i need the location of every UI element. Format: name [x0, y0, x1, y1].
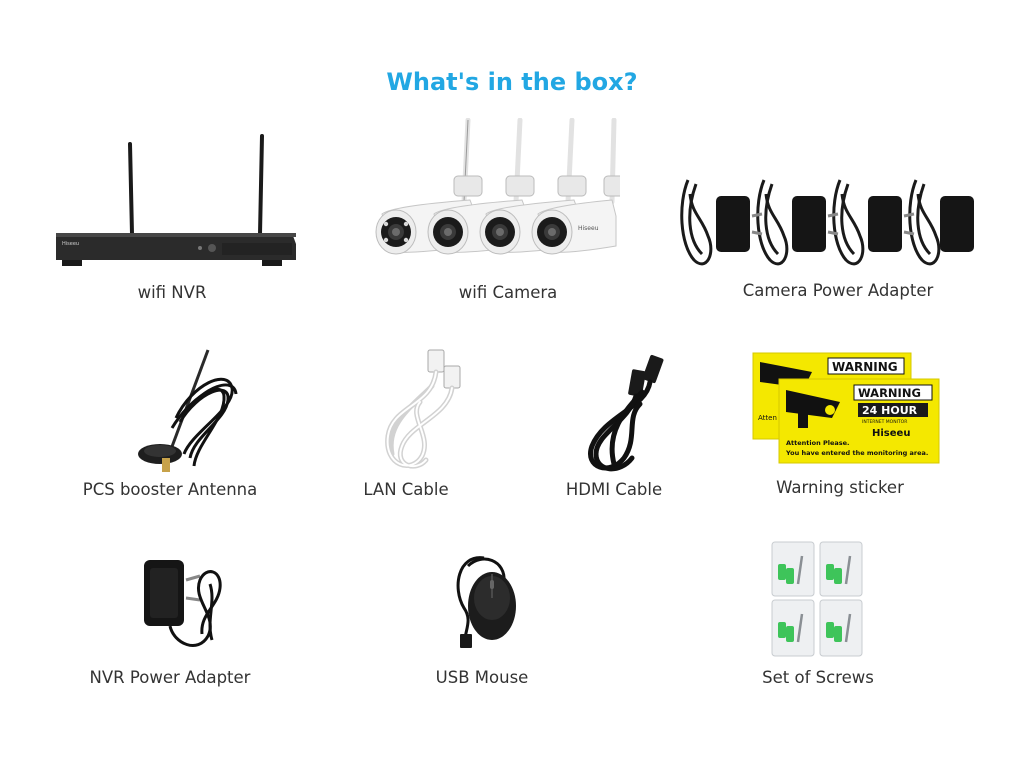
- item-wifi-camera: Hiseeu: [372, 118, 620, 278]
- sticker-line2: You have entered the monitoring area.: [785, 449, 928, 457]
- sticker-heading: WARNING: [858, 386, 921, 400]
- item-warning-sticker: WARNING Atten You h WARNING 24 HOUR INTE…: [752, 352, 942, 464]
- caption-wifi-nvr: wifi NVR: [137, 283, 207, 302]
- sticker-back-partial: Atten You h: [758, 414, 798, 422]
- item-camera-power-adapter: [676, 174, 980, 274]
- item-lan-cable: [372, 346, 468, 478]
- caption-pcs-booster-antenna: PCS booster Antenna: [82, 480, 258, 499]
- item-usb-mouse: [448, 548, 522, 650]
- power-adapter-icon: [680, 179, 974, 266]
- lan-cable-icon: [385, 349, 461, 469]
- item-nvr-power-adapter: [140, 554, 230, 658]
- screws-icon: [771, 541, 863, 657]
- usb-mouse-icon: [456, 556, 516, 648]
- item-hdmi-cable: [580, 352, 676, 478]
- item-set-of-screws: [768, 538, 868, 660]
- antenna-icon: [138, 349, 238, 472]
- camera-brand-text: Hiseeu: [578, 225, 599, 232]
- warning-sticker-icon: WARNING Atten You h WARNING 24 HOUR INTE…: [752, 352, 940, 464]
- caption-lan-cable: LAN Cable: [363, 480, 449, 499]
- page-title: What's in the box?: [386, 68, 638, 96]
- caption-warning-sticker: Warning sticker: [776, 478, 904, 497]
- caption-set-of-screws: Set of Screws: [762, 668, 874, 687]
- sticker-subheading: 24 HOUR: [862, 404, 918, 417]
- nvr-recorder-icon: Hiseeu: [56, 134, 296, 266]
- sticker-brand: Hiseeu: [872, 428, 910, 439]
- sticker-back-heading: WARNING: [832, 360, 898, 374]
- power-adapter-icon: [144, 560, 222, 647]
- item-pcs-booster-antenna: [132, 348, 242, 476]
- bullet-camera-icon: Hiseeu: [375, 118, 620, 255]
- caption-nvr-power-adapter: NVR Power Adapter: [89, 668, 251, 687]
- sticker-line1: Attention Please.: [786, 439, 850, 447]
- caption-wifi-camera: wifi Camera: [458, 283, 558, 302]
- caption-hdmi-cable: HDMI Cable: [565, 480, 663, 499]
- item-wifi-nvr: Hiseeu: [52, 132, 302, 272]
- hdmi-cable-icon: [588, 354, 664, 472]
- sticker-subnote: INTERNET MONITOR: [862, 419, 907, 425]
- caption-usb-mouse: USB Mouse: [435, 668, 529, 687]
- caption-camera-power-adapter: Camera Power Adapter: [742, 281, 934, 300]
- nvr-brand-text: Hiseeu: [62, 241, 79, 247]
